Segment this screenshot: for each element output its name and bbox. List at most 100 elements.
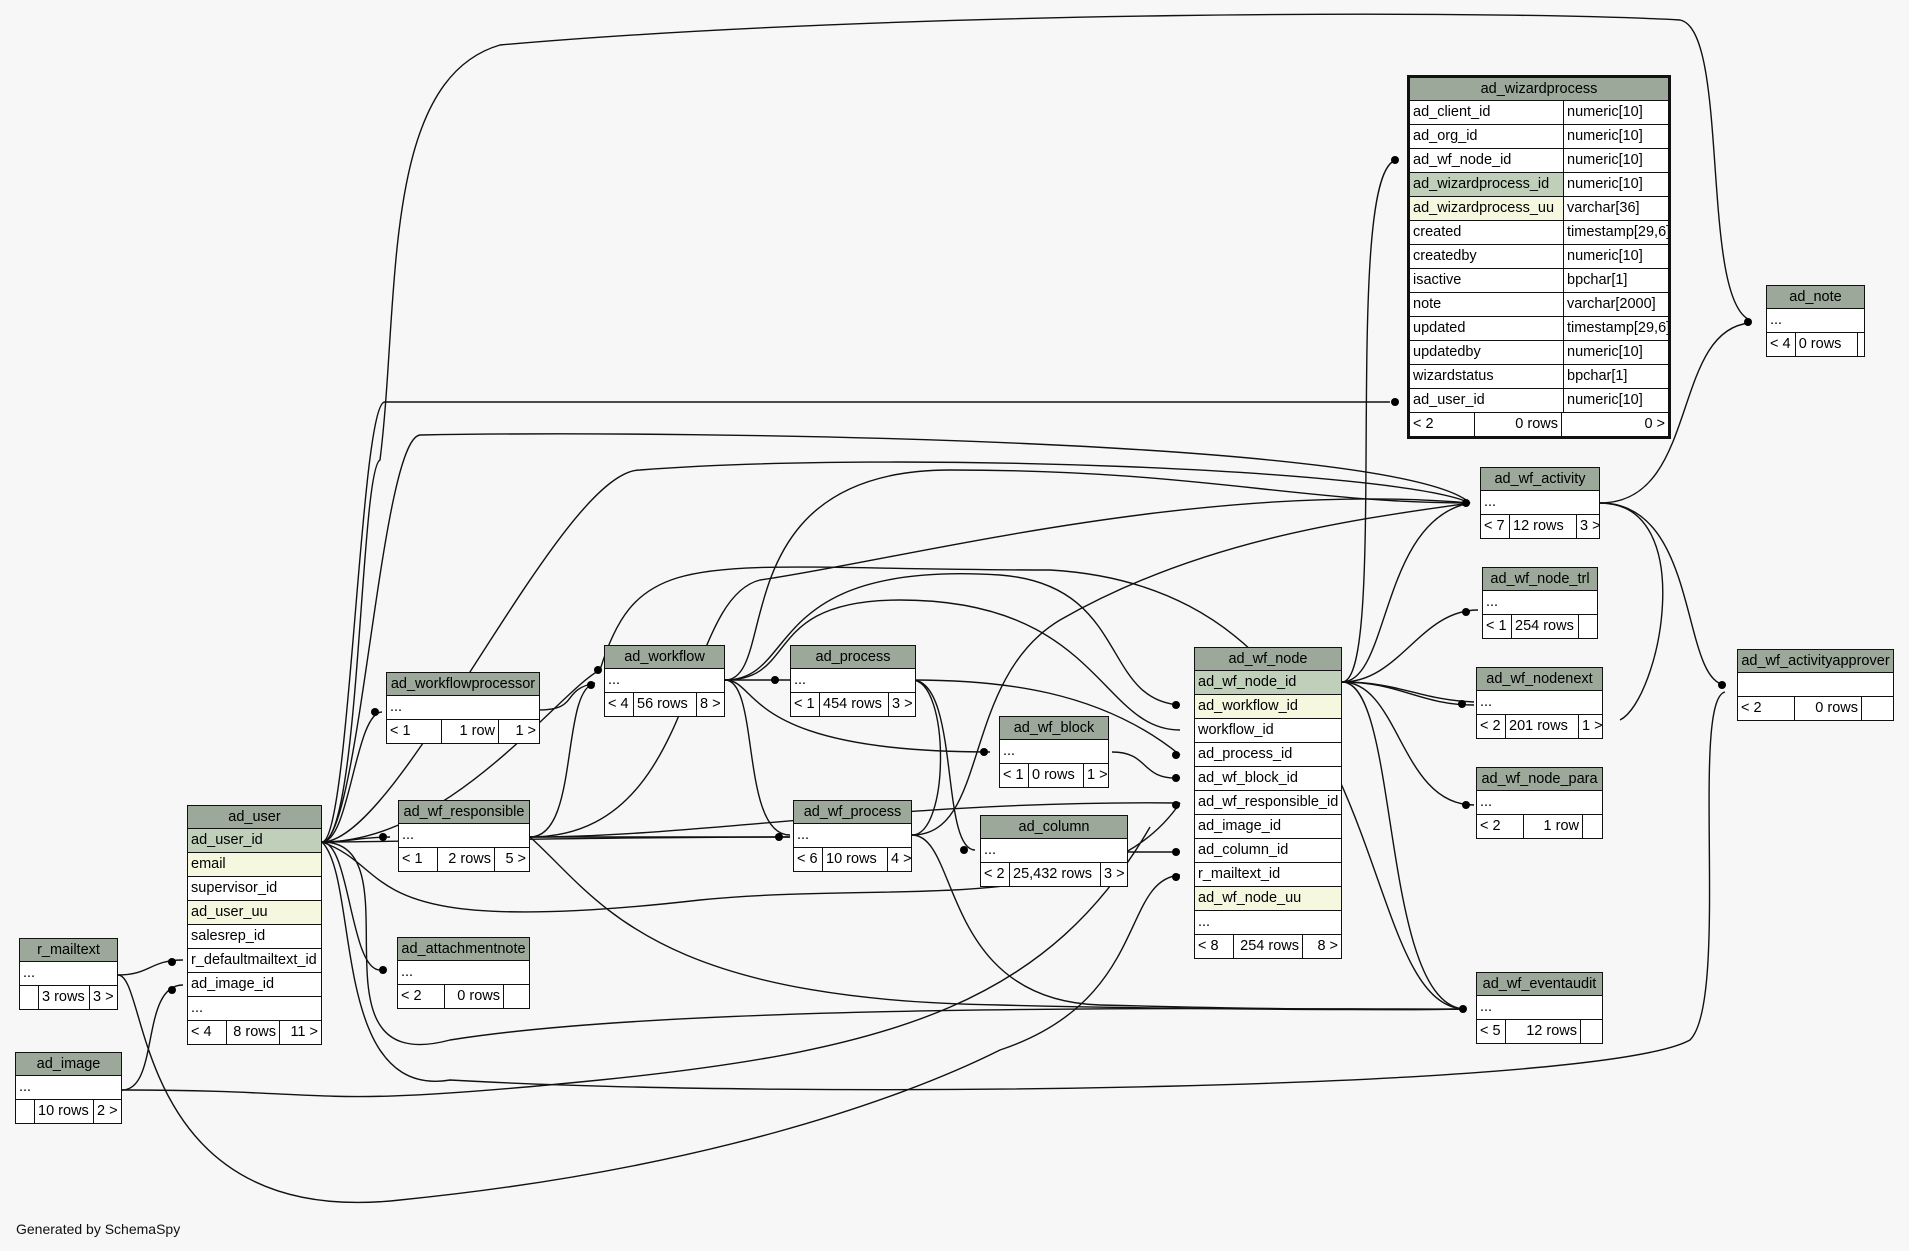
children-link[interactable] [1581,1020,1602,1043]
table-ad_user[interactable]: ad_user ad_user_id email supervisor_id a… [187,805,322,1045]
parents-link[interactable]: < 6 [794,848,823,871]
parents-link[interactable]: < 5 [1477,1020,1506,1043]
table-header[interactable]: r_mailtext [20,939,117,962]
parents-link[interactable]: < 4 [605,693,634,716]
table-footer: < 1 1 row 1 > [387,720,539,743]
table-header[interactable]: ad_wf_nodenext [1477,668,1602,691]
children-link[interactable] [1583,815,1602,838]
table-ad_workflowprocessor[interactable]: ad_workflowprocessor ... < 1 1 row 1 > [386,672,540,744]
parents-link[interactable]: < 1 [791,693,820,716]
children-link[interactable]: 2 > [97,1103,118,1119]
table-footer: < 4 8 rows 11 > [188,1021,321,1044]
table-header[interactable]: ad_image [16,1053,121,1076]
children-link[interactable]: 3 > [93,989,114,1005]
parents-link[interactable]: < 4 [1767,333,1796,356]
parents-link[interactable]: < 1 [1000,764,1029,787]
table-header[interactable]: ad_wf_eventaudit [1477,973,1602,996]
parents-link[interactable]: < 2 [398,985,445,1008]
parents-link[interactable]: < 4 [188,1021,227,1044]
children-link[interactable] [1862,697,1893,720]
table-footer: < 1 2 rows 5 > [399,848,529,871]
edge-end-ad_user-image [168,986,176,994]
column-row: ... [20,962,117,986]
children-link[interactable]: 4 > [891,851,911,867]
table-header[interactable]: ad_workflow [605,646,724,669]
children-link[interactable]: 11 > [290,1024,318,1040]
table-header[interactable]: ad_wf_activity [1481,468,1599,491]
children-link[interactable]: 0 > [1644,416,1665,432]
parents-link[interactable]: < 1 [387,720,442,743]
edge-ad_user-ad_wf_process [321,836,791,843]
parents-link[interactable]: < 2 [1477,815,1524,838]
table-header[interactable]: ad_wizardprocess [1410,78,1668,101]
table-header[interactable]: ad_note [1767,286,1864,309]
parents-link[interactable]: < 2 [1477,715,1506,738]
table-header[interactable]: ad_workflowprocessor [387,673,539,696]
table-ad_wf_nodenext[interactable]: ad_wf_nodenext ... < 2 201 rows 1 > [1476,667,1603,739]
parents-link[interactable]: < 1 [1483,615,1512,638]
table-header[interactable]: ad_wf_node_para [1477,768,1602,791]
parents-link[interactable] [20,986,39,1009]
children-link[interactable] [1858,333,1864,356]
parents-link[interactable]: < 8 [1195,935,1234,958]
children-link[interactable]: 1 > [1087,767,1108,783]
edge-end-ad_wizardprocess-2 [1391,398,1399,406]
table-header[interactable]: ad_process [791,646,915,669]
table-ad_wf_activity[interactable]: ad_wf_activity ... < 7 12 rows 3 > [1480,467,1600,539]
children-link[interactable] [1579,615,1597,638]
table-ad_note[interactable]: ad_note ... < 4 0 rows [1766,285,1865,357]
children-link[interactable]: 3 > [1104,866,1125,882]
column-row: ad_user_uu [188,901,321,925]
table-ad_wf_node_trl[interactable]: ad_wf_node_trl ... < 1 254 rows [1482,567,1598,639]
table-ad_wf_responsible[interactable]: ad_wf_responsible ... < 1 2 rows 5 > [398,800,530,872]
table-ad_wf_node_para[interactable]: ad_wf_node_para ... < 2 1 row [1476,767,1603,839]
table-ad_attachmentnote[interactable]: ad_attachmentnote ... < 2 0 rows [397,937,530,1009]
table-header[interactable]: ad_column [981,816,1127,839]
table-header[interactable]: ad_attachmentnote [398,938,529,961]
edge-ad_wf_node-ad_wf_nodenext-1 [1341,681,1475,706]
edge-ad_workflow-ad_wf_process [724,679,791,836]
children-link[interactable]: 3 > [892,696,913,712]
children-link[interactable] [504,985,529,1008]
table-ad_wf_block[interactable]: ad_wf_block ... < 1 0 rows 1 > [999,716,1109,788]
table-ad_wf_process[interactable]: ad_wf_process ... < 6 10 rows 4 > [793,800,912,872]
children-link[interactable]: 8 > [1317,938,1338,954]
table-r_mailtext[interactable]: r_mailtext ... 3 rows 3 > [19,938,118,1010]
edge-ad_process-ad_column [911,679,976,851]
children-link[interactable]: 5 > [505,851,526,867]
table-header[interactable]: ad_wf_node_trl [1483,568,1597,591]
row-count: 10 rows [823,848,888,871]
table-ad_process[interactable]: ad_process ... < 1 454 rows 3 > [790,645,916,717]
table-header[interactable]: ad_wf_activityapprover [1738,650,1893,673]
parents-link[interactable] [16,1100,35,1123]
table-ad_wf_activityapprover[interactable]: ad_wf_activityapprover < 2 0 rows [1737,649,1894,721]
children-link[interactable]: 1 > [515,723,536,739]
children-link[interactable]: 3 > [1580,518,1599,534]
table-ad_wf_eventaudit[interactable]: ad_wf_eventaudit ... < 5 12 rows [1476,972,1603,1044]
table-ad_image[interactable]: ad_image ... 10 rows 2 > [15,1052,122,1124]
row-count: 0 rows [445,985,504,1008]
parents-link[interactable]: < 2 [1738,697,1795,720]
table-footer: < 5 12 rows [1477,1020,1602,1043]
table-footer: < 2 1 row [1477,815,1602,838]
table-ad_workflow[interactable]: ad_workflow ... < 4 56 rows 8 > [604,645,725,717]
table-header[interactable]: ad_user [188,806,321,829]
parents-link[interactable]: < 2 [1410,413,1475,436]
table-header[interactable]: ad_wf_block [1000,717,1108,740]
table-ad_wf_node[interactable]: ad_wf_node ad_wf_node_id ad_workflow_id … [1194,647,1342,959]
edge-ad_wf_process-ad_wf_activity [911,502,1471,836]
table-header[interactable]: ad_wf_process [794,801,911,824]
edge-end-ad_workflow-2 [587,681,595,689]
generator-credit: Generated by SchemaSpy [16,1221,181,1237]
parents-link[interactable]: < 2 [981,863,1010,886]
table-header[interactable]: ad_wf_responsible [399,801,529,824]
table-header[interactable]: ad_wf_node [1195,648,1341,671]
edge-end-ad_workflow-1 [594,666,602,674]
parents-link[interactable]: < 7 [1481,515,1510,538]
table-ad_column[interactable]: ad_column ... < 2 25,432 rows 3 > [980,815,1128,887]
children-link[interactable]: 8 > [700,696,721,712]
parents-link[interactable]: < 1 [399,848,438,871]
children-link[interactable]: 1 > [1582,718,1602,734]
